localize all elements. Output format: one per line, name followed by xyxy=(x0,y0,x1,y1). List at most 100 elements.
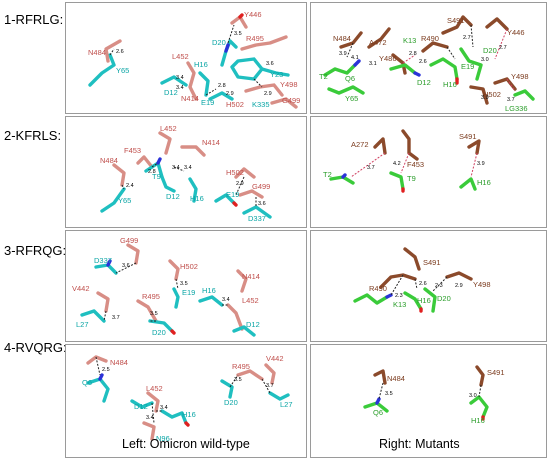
res-r1r-e19: E19 xyxy=(461,62,474,71)
dist-r1r-1: 3.9 xyxy=(339,51,347,57)
diagram-r2-right: A272 F453 S491 T2 T9 H16 3.7 4.2 3.9 xyxy=(323,129,491,193)
res-r3l-d12: D12 xyxy=(246,320,260,329)
res-r4l-l452: L452 xyxy=(146,384,163,393)
diagram-r3-right: S491 R490 Y498 K13 H16 D20 2.6 2.3 2.3 2… xyxy=(353,247,491,313)
res-r2l-h502: H502 xyxy=(226,168,244,177)
dist-r1l-8: 2.9 xyxy=(264,91,272,97)
res-r3r-k13: K13 xyxy=(393,300,406,309)
res-r2l-n484: N484 xyxy=(100,156,118,165)
dist-r2r-2: 4.2 xyxy=(393,161,401,167)
res-r3l-g499: G499 xyxy=(120,236,138,245)
dist-r1r-6: 2.7 xyxy=(463,35,471,41)
panel-r4-left: N484 Q6 R495 V442 L452 D12 D20 L27 H16 N… xyxy=(65,344,307,458)
row-label-3: 3-RFRQG: xyxy=(4,243,67,258)
dist-r2r-1: 3.7 xyxy=(367,165,375,171)
res-r4r-s491: S491 xyxy=(487,368,505,377)
res-r4l-d12: D12 xyxy=(134,402,148,411)
res-r1r-n484: N484 xyxy=(333,34,351,43)
res-r2r-t2: T2 xyxy=(323,170,332,179)
dist-r1l-2: 3.5 xyxy=(234,31,242,37)
panel-r3-right: S491 R490 Y498 K13 H16 D20 2.6 2.3 2.3 2… xyxy=(310,230,547,342)
res-r2l-l452: L452 xyxy=(160,124,177,133)
row-label-4: 4-RVQRG: xyxy=(4,340,67,355)
res-r1l-l452: L452 xyxy=(172,52,189,61)
res-r1l-g499: G499 xyxy=(282,96,300,105)
res-r3r-r490: R490 xyxy=(369,284,387,293)
dist-r2r-3: 3.9 xyxy=(477,161,485,167)
res-r3l-r495: R495 xyxy=(142,292,160,301)
res-r2r-s491: S491 xyxy=(459,132,477,141)
dist-r1l-4: 3.4 xyxy=(176,85,184,91)
dist-r1l-1: 2.6 xyxy=(116,49,124,55)
dist-r2l-6: 3.6 xyxy=(258,201,266,207)
res-r1r-r490: R490 xyxy=(421,34,439,43)
dist-r2l-5: 2.9 xyxy=(236,181,244,187)
res-r3l-l452: L452 xyxy=(242,296,259,305)
diagram-r4-right: N484 S491 Q6 H16 3.5 3.0 xyxy=(363,365,505,425)
dist-r3r-3: 2.3 xyxy=(435,283,443,289)
dist-r3l-1: 3.6 xyxy=(122,263,130,269)
dist-r2l-2: 3.4 xyxy=(172,165,180,171)
res-r1l-d20: D20 xyxy=(212,38,226,47)
dist-r3l-3: 3.7 xyxy=(112,315,120,321)
dist-r1r-7: 3.0 xyxy=(481,57,489,63)
dist-r4r-2: 3.0 xyxy=(469,393,477,399)
dist-r3r-1: 2.6 xyxy=(419,281,427,287)
res-r3l-h16: H16 xyxy=(202,286,216,295)
res-r1r-y486: Y486 xyxy=(379,54,397,63)
res-r2l-e19: E19 xyxy=(226,190,239,199)
res-r3r-y498: Y498 xyxy=(473,280,491,289)
res-r1r-d20: D20 xyxy=(483,46,497,55)
dist-r1r-10: 3.7 xyxy=(507,97,515,103)
dist-r3l-2: 3.5 xyxy=(180,281,188,287)
diagram-r4-left: N484 Q6 R495 V442 L452 D12 D20 L27 H16 N… xyxy=(82,354,293,443)
res-r2l-h16: H16 xyxy=(190,194,204,203)
dist-r3l-4: 3.5 xyxy=(150,311,158,317)
res-r2r-f453: F453 xyxy=(407,160,424,169)
res-r4l-q6: Q6 xyxy=(82,378,92,387)
res-r3l-e19: E19 xyxy=(182,288,195,297)
res-r1r-y65: Y65 xyxy=(345,94,358,103)
res-r1r-h502: H502 xyxy=(483,90,501,99)
res-r1r-y446: Y446 xyxy=(507,28,525,37)
res-r1r-k13: K13 xyxy=(403,36,416,45)
res-r3l-h502: H502 xyxy=(180,262,198,271)
panel-r1-left: N484 Y65 Y446 D20 R495 L452 H16 Y23 D12 … xyxy=(65,2,307,114)
res-r1l-r495: R495 xyxy=(246,34,264,43)
res-r4l-d20: D20 xyxy=(224,398,238,407)
res-r4l-v442: V442 xyxy=(266,354,284,363)
panel-r1-right: N484 A472 K13 S491 Y486 R490 Y446 D20 T2… xyxy=(310,2,547,114)
res-r4l-h16: H16 xyxy=(182,410,196,419)
res-r1r-d12: D12 xyxy=(417,78,431,87)
res-r1l-n414: N414 xyxy=(181,94,199,103)
caption-left: Left: Omicron wild-type xyxy=(122,437,250,451)
res-r3r-s491: S491 xyxy=(423,258,441,267)
res-r2r-h16: H16 xyxy=(477,178,491,187)
diagram-r2-left: L452 F453 N414 N484 T9 D12 H16 H502 E19 … xyxy=(100,124,272,223)
dist-r4r-1: 3.5 xyxy=(385,391,393,397)
panel-r2-right: A272 F453 S491 T2 T9 H16 3.7 4.2 3.9 xyxy=(310,116,547,228)
res-r2l-f453: F453 xyxy=(124,146,141,155)
dist-r1l-3: 3.4 xyxy=(176,75,184,81)
diagram-r1-left: N484 Y65 Y446 D20 R495 L452 H16 Y23 D12 … xyxy=(88,10,300,109)
res-r3l-n414: N414 xyxy=(242,272,260,281)
dist-r4l-5: 3.4 xyxy=(146,415,154,421)
res-r4l-n96: N96 xyxy=(156,434,170,443)
res-r2l-d12: D12 xyxy=(166,192,180,201)
res-r1l-n484: N484 xyxy=(88,48,106,57)
dist-r2l-4: 2.4 xyxy=(126,183,134,189)
res-r2l-t9: T9 xyxy=(152,172,161,181)
dist-r4l-2: 3.5 xyxy=(234,377,242,383)
res-r4l-l27: L27 xyxy=(280,400,293,409)
res-r2r-t9: T9 xyxy=(407,174,416,183)
dist-r1r-9: 3.9 xyxy=(481,95,489,101)
res-r1l-y23: Y23 xyxy=(270,70,283,79)
res-r2l-y65: Y65 xyxy=(118,196,131,205)
diagram-r3-left: G499 D337 H502 N414 V442 E19 H16 R495 L4… xyxy=(72,236,260,337)
res-r3r-h16: H16 xyxy=(417,296,431,305)
dist-r4l-3: 3.7 xyxy=(266,383,274,389)
res-r4r-q6: Q6 xyxy=(373,408,383,417)
res-r1l-e19: E19 xyxy=(201,98,214,107)
res-r1l-y498: Y498 xyxy=(280,80,298,89)
panel-r3-left: G499 D337 H502 N414 V442 E19 H16 R495 L4… xyxy=(65,230,307,342)
